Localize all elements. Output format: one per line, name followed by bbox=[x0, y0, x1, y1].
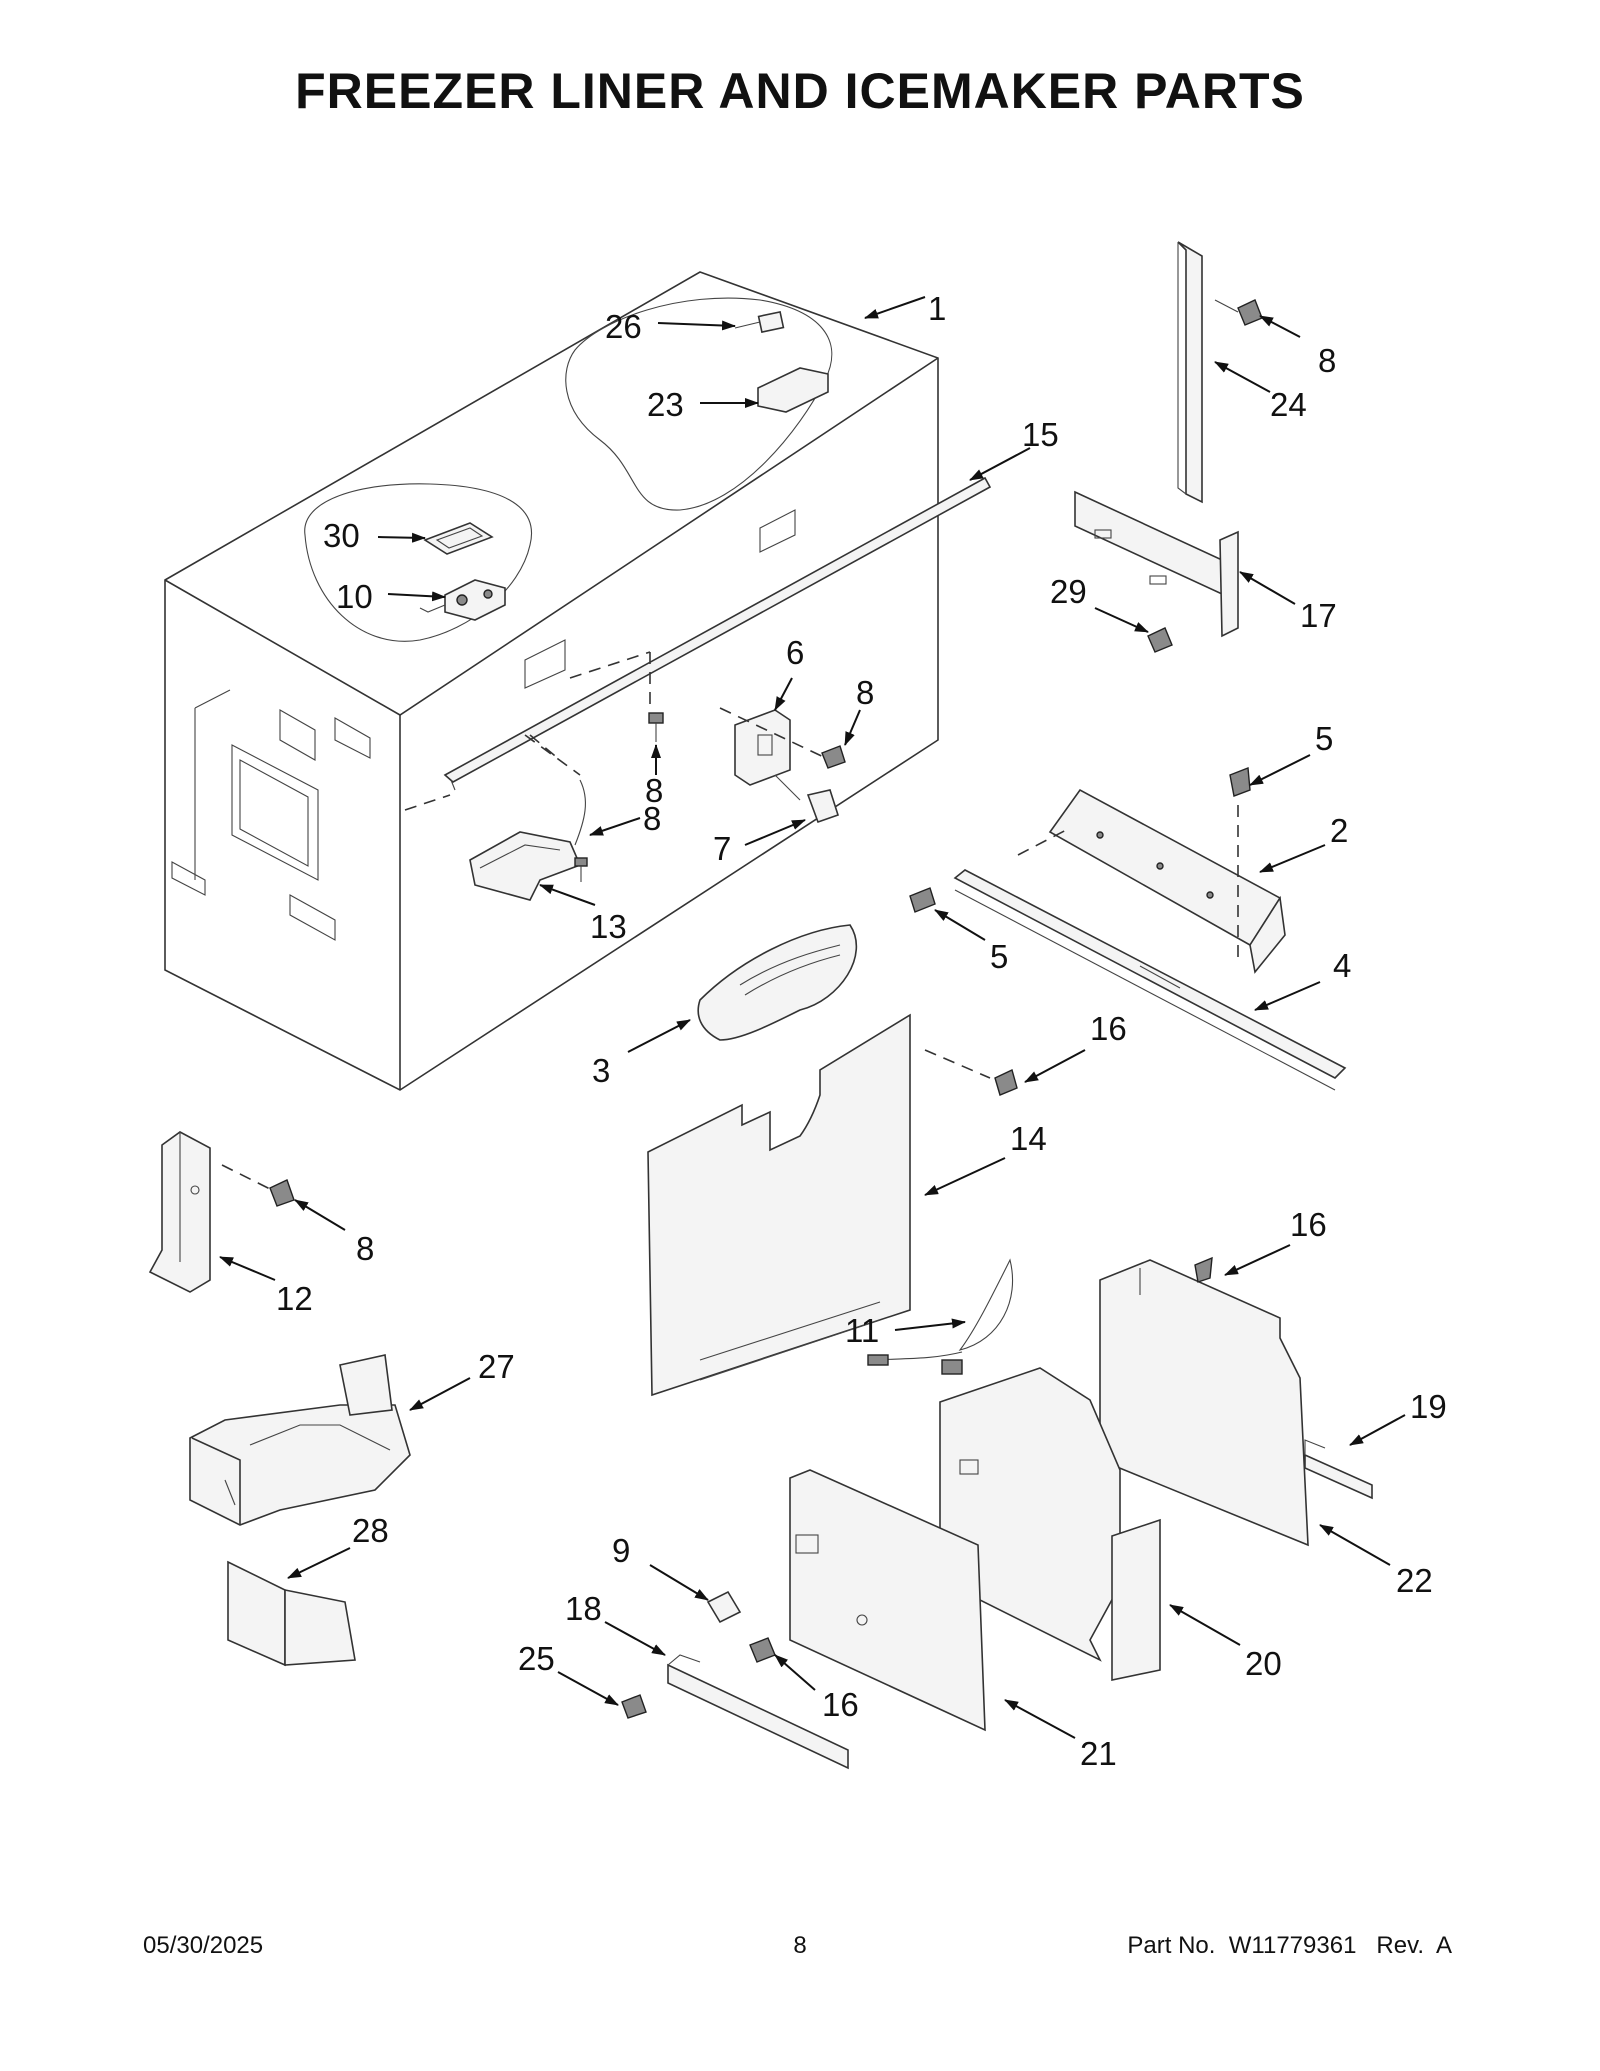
part-2-bracket bbox=[1048, 788, 1286, 974]
screw-16-panel bbox=[994, 1069, 1018, 1096]
callout-20: 20 bbox=[1245, 1645, 1282, 1682]
callout-27: 27 bbox=[478, 1348, 515, 1385]
screw-16-right bbox=[1194, 1256, 1213, 1283]
callout-30: 30 bbox=[323, 517, 360, 554]
callout-22: 22 bbox=[1396, 1562, 1433, 1599]
part-19-slide bbox=[1304, 1439, 1373, 1500]
part-30-shape bbox=[423, 522, 494, 555]
part-27-icemaker bbox=[189, 1354, 411, 1526]
part-9-switch bbox=[706, 1590, 742, 1624]
callout-18: 18 bbox=[565, 1590, 602, 1627]
callout-13: 13 bbox=[590, 908, 627, 945]
part-22-panel bbox=[1099, 1259, 1309, 1547]
callout-labels: 1 8 24 26 23 15 30 10 17 29 6 8 5 8 8 7 … bbox=[276, 290, 1447, 1772]
callout-11: 11 bbox=[845, 1312, 879, 1349]
callout-8d: 8 bbox=[643, 800, 661, 837]
callout-16: 16 bbox=[1090, 1010, 1127, 1047]
part-13-shape bbox=[469, 779, 586, 901]
screw-8-left bbox=[574, 857, 588, 882]
callout-5b: 5 bbox=[990, 938, 1008, 975]
screw-5-top bbox=[1229, 767, 1251, 797]
callout-4: 4 bbox=[1333, 947, 1351, 984]
screw-8-part6 bbox=[821, 745, 846, 769]
callout-15: 15 bbox=[1022, 416, 1059, 453]
callout-8b: 8 bbox=[856, 674, 874, 711]
callout-12: 12 bbox=[276, 1280, 313, 1317]
part-28-shape bbox=[227, 1560, 356, 1667]
part-3-handle bbox=[697, 924, 858, 1041]
callout-8e: 8 bbox=[356, 1230, 374, 1267]
callout-5: 5 bbox=[1315, 720, 1333, 757]
callout-28: 28 bbox=[352, 1512, 389, 1549]
callout-19: 19 bbox=[1410, 1388, 1447, 1425]
callout-14: 14 bbox=[1010, 1120, 1047, 1157]
callout-9: 9 bbox=[612, 1532, 630, 1569]
part-23-shape bbox=[757, 367, 829, 413]
screw-8-bracket12 bbox=[269, 1179, 295, 1207]
callout-16b: 16 bbox=[1290, 1206, 1327, 1243]
callout-7: 7 bbox=[713, 830, 731, 867]
footer-part-number: Part No. W11779361 Rev. A bbox=[1127, 1932, 1452, 1959]
part-12-bracket bbox=[148, 1131, 211, 1293]
part-26-shape bbox=[734, 310, 785, 334]
leader-arrows bbox=[219, 296, 1406, 1739]
callout-17: 17 bbox=[1300, 597, 1337, 634]
screw-16-bottom bbox=[749, 1637, 776, 1663]
callout-26: 26 bbox=[605, 308, 642, 345]
part-21-panel bbox=[789, 1469, 986, 1732]
callout-6: 6 bbox=[786, 634, 804, 671]
part-24-bracket bbox=[1177, 241, 1203, 504]
part-4-rail bbox=[953, 869, 1347, 1091]
screw-8-top bbox=[1214, 299, 1263, 326]
part-17-shape bbox=[1074, 490, 1239, 638]
callout-29: 29 bbox=[1050, 573, 1087, 610]
callout-8: 8 bbox=[1318, 342, 1336, 379]
part-14-panel bbox=[647, 1013, 911, 1397]
callout-3: 3 bbox=[592, 1052, 610, 1089]
callout-8c: 8 bbox=[645, 772, 663, 809]
part-15-rail bbox=[443, 476, 992, 791]
callout-2: 2 bbox=[1330, 812, 1348, 849]
callout-23: 23 bbox=[647, 386, 684, 423]
callout-10: 10 bbox=[336, 578, 373, 615]
part-10-shape bbox=[419, 579, 506, 621]
part-18-slide bbox=[667, 1654, 849, 1770]
freezer-liner bbox=[164, 271, 939, 1091]
footer-page-number: 8 bbox=[793, 1932, 807, 1959]
callout-25: 25 bbox=[518, 1640, 555, 1677]
part-6-shape bbox=[734, 709, 791, 786]
screw-5-left bbox=[909, 887, 936, 913]
screw-8-center bbox=[648, 712, 664, 742]
callout-21: 21 bbox=[1080, 1735, 1117, 1772]
screw-29 bbox=[1147, 627, 1173, 653]
part-20-housing bbox=[939, 1367, 1161, 1681]
page-title: FREEZER LINER AND ICEMAKER PARTS bbox=[295, 63, 1305, 119]
callout-24: 24 bbox=[1270, 386, 1307, 423]
callout-16c: 16 bbox=[822, 1686, 859, 1723]
footer-date: 05/30/2025 bbox=[143, 1932, 264, 1959]
screw-25 bbox=[621, 1694, 647, 1719]
part-11-cable bbox=[867, 1258, 1014, 1375]
part-7-shape bbox=[774, 774, 839, 824]
callout-1: 1 bbox=[928, 290, 946, 327]
